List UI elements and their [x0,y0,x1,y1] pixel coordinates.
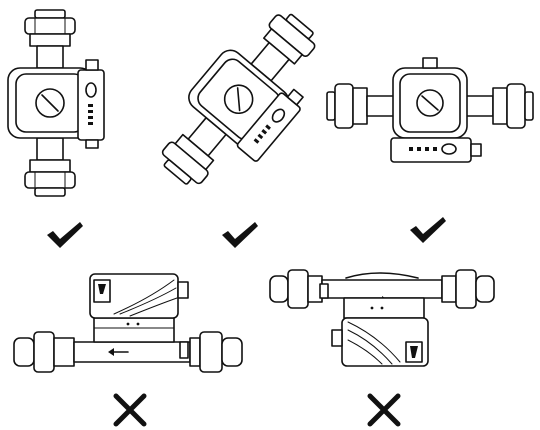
pump-tilted-view [150,0,325,205]
pump-motor-down-view [268,264,498,374]
check-mark-icon [45,220,85,250]
pump-horizontal-front-view [325,40,535,185]
pump-motor-up-view [10,268,250,383]
pump-vertical-front-view [0,0,140,205]
cross-mark-icon [366,392,402,428]
check-mark-icon [408,215,448,245]
cross-mark-icon [112,392,148,428]
check-mark-icon [220,220,260,250]
